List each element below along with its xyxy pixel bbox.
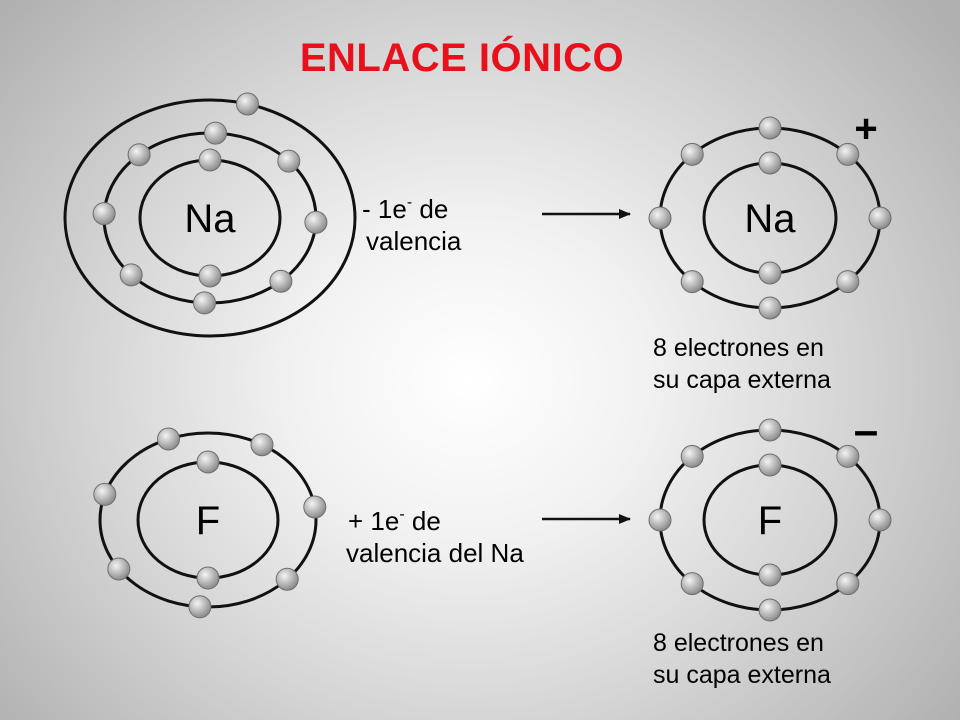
fluorine-note-prefix: + 1e — [348, 506, 399, 536]
electron — [193, 291, 216, 315]
sodium-ion-symbol: Na — [744, 197, 796, 241]
electron — [196, 566, 220, 590]
sodium-note-line1: - 1e- de — [362, 194, 448, 224]
electron — [107, 557, 131, 581]
fluoride-ion: F – — [648, 406, 892, 622]
electron — [758, 116, 782, 140]
electron — [250, 433, 274, 457]
electron — [836, 270, 860, 294]
electron — [648, 508, 672, 532]
electron — [236, 92, 259, 116]
electron — [92, 202, 116, 226]
fluorine-note-superscript: - — [399, 506, 404, 523]
sodium-ion-electrons — [648, 116, 892, 320]
electron — [204, 121, 227, 145]
electron — [198, 264, 222, 288]
electron — [269, 269, 293, 293]
sodium-note-superscript: - — [407, 194, 412, 211]
electron — [680, 444, 704, 468]
fluorine-electrons — [93, 427, 327, 619]
electron — [758, 261, 782, 285]
sodium-ion-caption: 8 electrones en su capa externa — [653, 334, 831, 394]
sodium-electrons — [92, 92, 328, 315]
fluorine-atom: F — [93, 427, 327, 619]
fluoride-ion-caption-line1: 8 electrones en — [653, 629, 824, 657]
sodium-valence-note: - 1e- de valencia — [362, 194, 462, 256]
fluoride-ion-electrons — [648, 418, 892, 622]
electron — [198, 148, 222, 172]
fluorine-symbol: F — [196, 499, 220, 543]
electron — [868, 508, 892, 532]
sodium-symbol: Na — [184, 197, 236, 241]
fluorine-note-line2: valencia del Na — [346, 538, 524, 568]
electron — [758, 418, 782, 442]
fluoride-ion-symbol: F — [758, 499, 782, 543]
fluorine-note-line1: + 1e- de — [348, 506, 441, 536]
fluorine-note-suffix: de — [405, 506, 441, 536]
electron — [127, 143, 151, 167]
slide-title: ENLACE IÓNICO — [299, 36, 625, 80]
electron — [836, 572, 860, 596]
sodium-ion: Na + — [648, 107, 892, 320]
sodium-note-suffix: de — [412, 194, 448, 224]
electron — [277, 149, 301, 173]
electron — [304, 210, 328, 234]
sodium-ion-charge: + — [854, 107, 877, 151]
electron — [93, 482, 117, 506]
electron — [303, 495, 327, 519]
electron — [836, 142, 860, 166]
electron — [275, 567, 299, 591]
electron — [758, 453, 782, 477]
fluoride-ion-charge: – — [854, 406, 878, 455]
sodium-shell-3 — [63, 98, 357, 338]
sodium-note-prefix: - 1e — [362, 194, 407, 224]
electron — [648, 206, 672, 230]
fluoride-ion-caption-line2: su capa externa — [653, 661, 831, 689]
electron — [196, 450, 220, 474]
electron — [157, 427, 180, 451]
electron — [188, 595, 212, 619]
electron — [680, 572, 704, 596]
fluorine-valence-note: + 1e- de valencia del Na — [346, 506, 524, 568]
fluoride-ion-caption: 8 electrones en su capa externa — [653, 629, 831, 689]
electron — [758, 151, 782, 175]
sodium-atom: Na — [63, 92, 357, 338]
electron — [868, 206, 892, 230]
electron — [758, 563, 782, 587]
electron — [680, 270, 704, 294]
sodium-ion-caption-line1: 8 electrones en — [653, 334, 824, 362]
electron — [119, 263, 143, 287]
electron — [836, 444, 860, 468]
sodium-ion-caption-line2: su capa externa — [653, 366, 831, 394]
electron — [758, 296, 782, 320]
sodium-note-line2: valencia — [366, 226, 462, 256]
electron — [758, 598, 782, 622]
electron — [680, 142, 704, 166]
